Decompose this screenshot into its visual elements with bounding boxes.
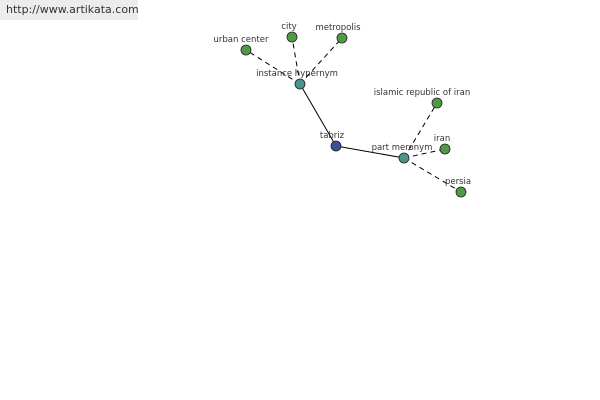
label-tabriz[interactable]: tabriz [320, 131, 345, 141]
node-iran[interactable] [439, 143, 451, 155]
edge-part-meronym-to-islamic-republic-of-iran [403, 102, 438, 159]
edge-tabriz-to-part-meronym [335, 145, 405, 159]
edge-tabriz-to-instance-hypernym [299, 83, 337, 147]
label-metropolis[interactable]: metropolis [315, 23, 361, 33]
edge-instance-hypernym-to-city [291, 36, 301, 85]
label-instance-hypernym[interactable]: instance hypernym [256, 69, 338, 79]
graph-nodes [240, 31, 467, 198]
node-urban-center[interactable] [240, 44, 252, 56]
edge-part-meronym-to-persia [403, 157, 462, 193]
node-persia[interactable] [455, 186, 467, 198]
node-city[interactable] [286, 31, 298, 43]
node-tabriz[interactable] [330, 140, 342, 152]
node-instance-hypernym[interactable] [294, 78, 306, 90]
graph-edges [245, 36, 462, 193]
node-part-meronym[interactable] [398, 152, 410, 164]
node-islamic-republic-of-iran[interactable] [431, 97, 443, 109]
graph-labels: tabriz instance hypernym part meronym urban… [214, 22, 472, 187]
edge-part-meronym-to-iran [403, 148, 446, 159]
label-islamic-republic-of-iran[interactable]: islamic republic of iran [374, 88, 471, 98]
edge-instance-hypernym-to-metropolis [299, 37, 343, 85]
label-city[interactable]: city [281, 22, 296, 32]
edge-instance-hypernym-to-urban-center [245, 49, 301, 85]
source-url-banner: http://www.artikata.com [0, 0, 139, 20]
label-persia[interactable]: persia [445, 177, 471, 187]
source-url-text: http://www.artikata.com [6, 3, 139, 16]
label-iran[interactable]: iran [434, 134, 450, 144]
label-urban-center[interactable]: urban center [214, 35, 269, 45]
label-part-meronym[interactable]: part meronym [372, 143, 433, 153]
node-metropolis[interactable] [336, 32, 348, 44]
